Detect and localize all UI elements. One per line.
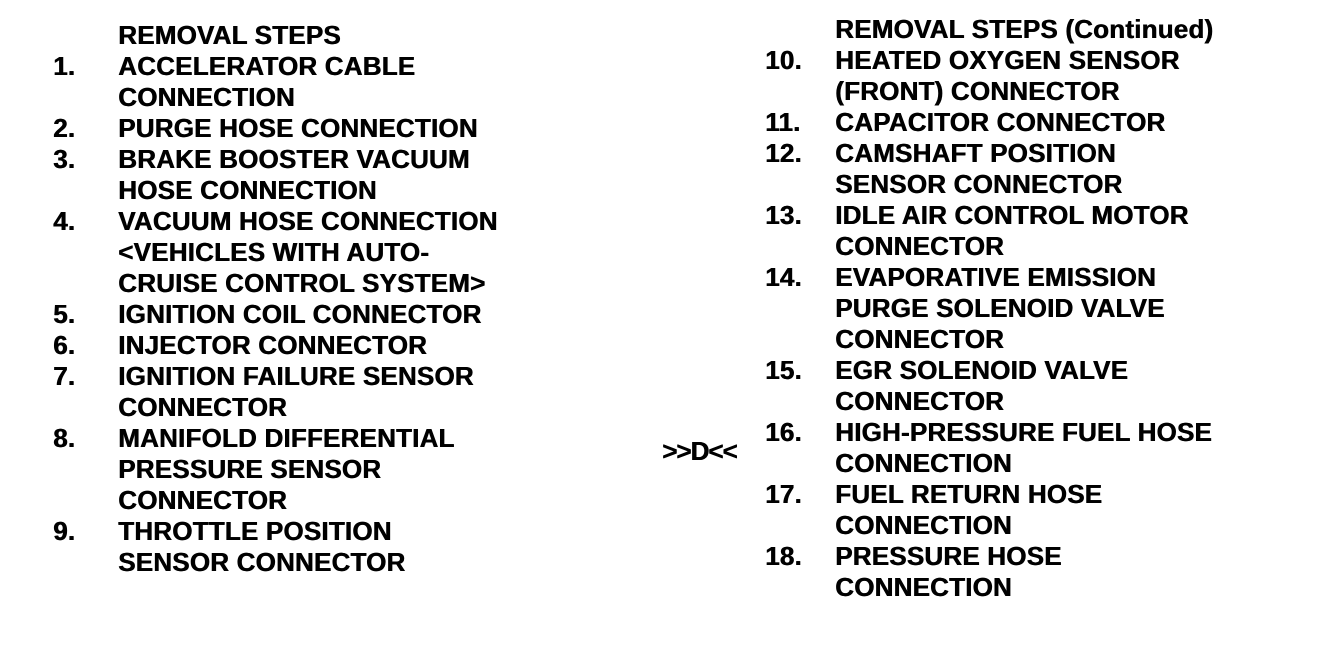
column-title: REMOVAL STEPS xyxy=(118,20,341,50)
column-title: REMOVAL STEPS (Continued) xyxy=(835,14,1214,44)
step-item: 17. FUEL RETURN HOSE CONNECTION xyxy=(765,479,1285,541)
step-number: 14. xyxy=(765,262,802,292)
step-item: 6. INJECTOR CONNECTOR xyxy=(53,330,613,361)
step-number: 12. xyxy=(765,138,802,168)
service-point-marker: >>D<< xyxy=(662,436,738,466)
step-item: 8. MANIFOLD DIFFERENTIAL PRESSURE SENSOR… xyxy=(53,423,613,516)
step-text: EVAPORATIVE EMISSION PURGE SOLENOID VALV… xyxy=(835,262,1165,354)
step-number: 11. xyxy=(765,107,801,137)
step-item: 14. EVAPORATIVE EMISSION PURGE SOLENOID … xyxy=(765,262,1285,355)
step-number: 9. xyxy=(53,516,76,546)
step-text: EGR SOLENOID VALVE CONNECTOR xyxy=(835,355,1129,416)
step-number: 3. xyxy=(53,144,76,174)
step-text: FUEL RETURN HOSE CONNECTION xyxy=(835,479,1103,540)
step-item: 15. EGR SOLENOID VALVE CONNECTOR xyxy=(765,355,1285,417)
step-number: 18. xyxy=(765,541,802,571)
step-text: IGNITION FAILURE SENSOR CONNECTOR xyxy=(118,361,474,422)
step-number: 13. xyxy=(765,200,802,230)
steps-list: 1. ACCELERATOR CABLE CONNECTION 2. PURGE… xyxy=(53,51,613,578)
step-text: VACUUM HOSE CONNECTION <VEHICLES WITH AU… xyxy=(118,206,498,298)
removal-steps-column: REMOVAL STEPS 1. ACCELERATOR CABLE CONNE… xyxy=(53,20,613,578)
step-item: 3. BRAKE BOOSTER VACUUM HOSE CONNECTION xyxy=(53,144,613,206)
step-item: 13. IDLE AIR CONTROL MOTOR CONNECTOR xyxy=(765,200,1285,262)
step-item: 2. PURGE HOSE CONNECTION xyxy=(53,113,613,144)
step-number: 1. xyxy=(53,51,76,81)
removal-steps-continued-column: REMOVAL STEPS (Continued) 10. HEATED OXY… xyxy=(765,14,1285,603)
step-item: 1. ACCELERATOR CABLE CONNECTION xyxy=(53,51,613,113)
step-item: 11. CAPACITOR CONNECTOR xyxy=(765,107,1285,138)
step-text: BRAKE BOOSTER VACUUM HOSE CONNECTION xyxy=(118,144,470,205)
step-item: 9. THROTTLE POSITION SENSOR CONNECTOR xyxy=(53,516,613,578)
step-number: 5. xyxy=(53,299,76,329)
step-item: 7. IGNITION FAILURE SENSOR CONNECTOR xyxy=(53,361,613,423)
step-item: 18. PRESSURE HOSE CONNECTION xyxy=(765,541,1285,603)
step-text: MANIFOLD DIFFERENTIAL PRESSURE SENSOR CO… xyxy=(118,423,455,515)
step-number: 10. xyxy=(765,45,802,75)
step-text: PRESSURE HOSE CONNECTION xyxy=(835,541,1062,602)
step-number: 4. xyxy=(53,206,76,236)
steps-list: 10. HEATED OXYGEN SENSOR (FRONT) CONNECT… xyxy=(765,45,1285,603)
step-item: 16. HIGH-PRESSURE FUEL HOSE CONNECTION xyxy=(765,417,1285,479)
step-number: 8. xyxy=(53,423,76,453)
step-item: 12. CAMSHAFT POSITION SENSOR CONNECTOR xyxy=(765,138,1285,200)
step-text: CAPACITOR CONNECTOR xyxy=(835,107,1166,137)
step-number: 17. xyxy=(765,479,802,509)
step-text: HEATED OXYGEN SENSOR (FRONT) CONNECTOR xyxy=(835,45,1180,106)
step-number: 2. xyxy=(53,113,76,143)
step-number: 15. xyxy=(765,355,802,385)
step-item: 10. HEATED OXYGEN SENSOR (FRONT) CONNECT… xyxy=(765,45,1285,107)
step-text: IGNITION COIL CONNECTOR xyxy=(118,299,482,329)
step-text: INJECTOR CONNECTOR xyxy=(118,330,427,360)
step-number: 7. xyxy=(53,361,76,391)
step-text: HIGH-PRESSURE FUEL HOSE CONNECTION xyxy=(835,417,1212,478)
step-text: ACCELERATOR CABLE CONNECTION xyxy=(118,51,416,112)
step-text: CAMSHAFT POSITION SENSOR CONNECTOR xyxy=(835,138,1123,199)
step-number: 6. xyxy=(53,330,76,360)
step-number: 16. xyxy=(765,417,802,447)
step-item: 5. IGNITION COIL CONNECTOR xyxy=(53,299,613,330)
step-text: THROTTLE POSITION SENSOR CONNECTOR xyxy=(118,516,406,577)
step-text: PURGE HOSE CONNECTION xyxy=(118,113,478,143)
step-text: IDLE AIR CONTROL MOTOR CONNECTOR xyxy=(835,200,1189,261)
step-item: 4. VACUUM HOSE CONNECTION <VEHICLES WITH… xyxy=(53,206,613,299)
